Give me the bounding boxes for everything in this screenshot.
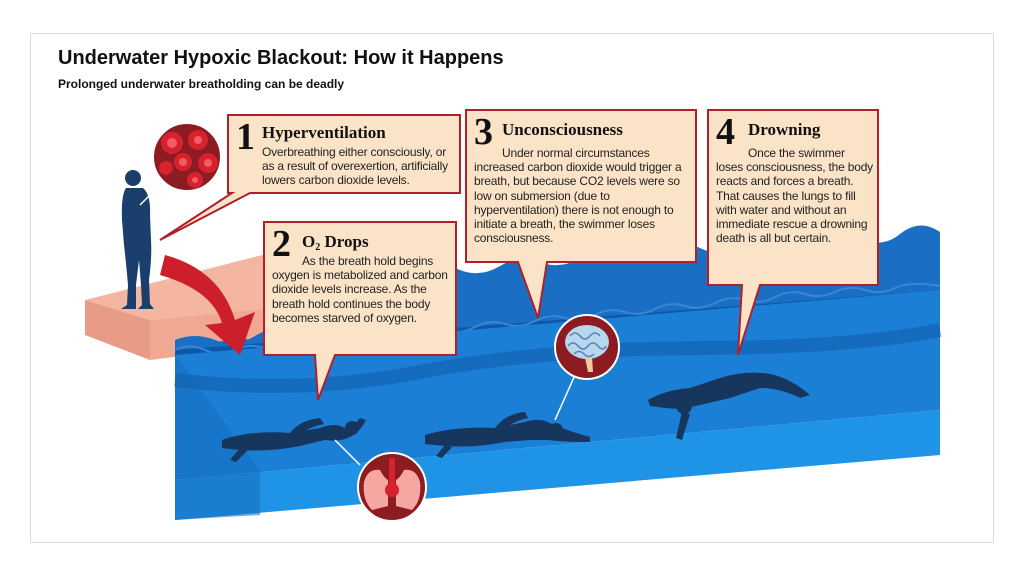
callout-hyperventilation: 1 Hyperventilation Overbreathing either … bbox=[228, 115, 460, 193]
step-number: 4 bbox=[716, 111, 735, 153]
standing-swimmer bbox=[121, 170, 154, 309]
dive-arrow bbox=[160, 255, 255, 355]
callout-2-shape bbox=[263, 221, 457, 401]
page-title: Underwater Hypoxic Blackout: How it Happ… bbox=[58, 47, 504, 69]
step-text: Under normal circumstances increased car… bbox=[474, 146, 682, 246]
brain-icon bbox=[554, 314, 620, 380]
callout-unconsciousness: 3 Unconsciousness Under normal circumsta… bbox=[466, 110, 696, 262]
lungs-icon bbox=[357, 452, 427, 522]
callout-4-shape bbox=[707, 109, 879, 356]
callout-3-shape bbox=[465, 109, 697, 319]
step-heading-rest: Drops bbox=[320, 232, 369, 251]
blood-cells-icon bbox=[152, 122, 222, 192]
connector-line bbox=[554, 374, 576, 421]
step-text: Overbreathing either consciously, or as … bbox=[262, 145, 448, 188]
swimmer-floating bbox=[648, 372, 810, 440]
step-heading-sub: 2 bbox=[315, 242, 321, 253]
step-number: 3 bbox=[474, 111, 493, 153]
swimmer-underwater-1 bbox=[222, 418, 366, 462]
step-number: 1 bbox=[236, 116, 255, 158]
step-heading: O2 Drops bbox=[302, 232, 369, 253]
callout-drowning: 4 Drowning Once the swimmer loses consci… bbox=[708, 110, 878, 285]
swimmer-underwater-2 bbox=[425, 412, 590, 458]
step-heading: Drowning bbox=[748, 120, 821, 139]
step-heading-main: O bbox=[302, 232, 316, 251]
callout-o2-drops: 2 O2 Drops As the breath hold begins oxy… bbox=[264, 222, 456, 355]
step-text: Once the swimmer loses consciousness, th… bbox=[716, 146, 873, 246]
step-heading: Unconsciousness bbox=[502, 120, 623, 139]
step-text: As the breath hold begins oxygen is meta… bbox=[272, 254, 448, 325]
step-number: 2 bbox=[272, 223, 291, 265]
callout-1-shape bbox=[159, 114, 461, 241]
page-subtitle: Prolonged underwater breatholding can be… bbox=[58, 77, 345, 91]
step-heading: Hyperventilation bbox=[262, 123, 386, 142]
connector-line bbox=[334, 439, 361, 466]
